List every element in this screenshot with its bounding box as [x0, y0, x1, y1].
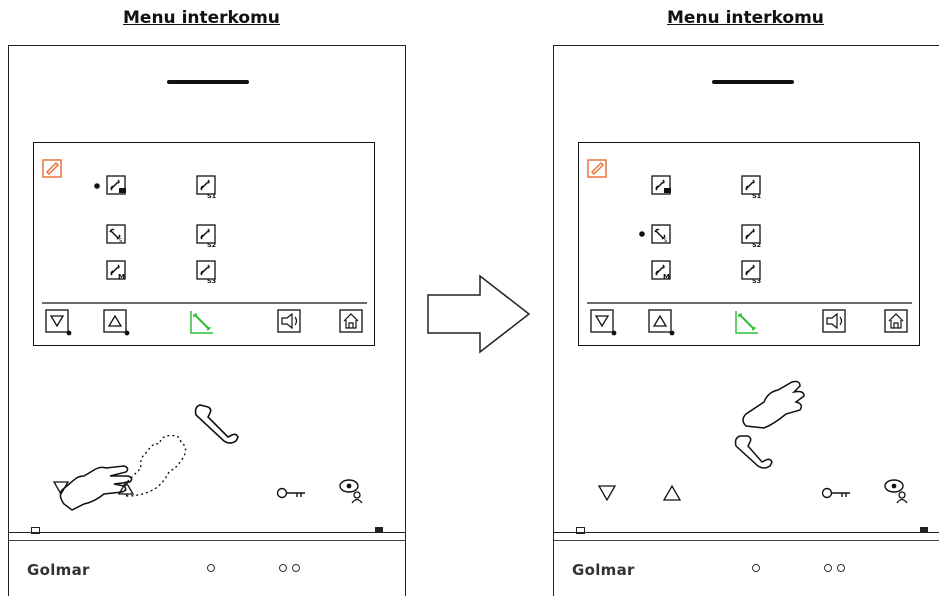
s1-label: S1: [207, 192, 217, 200]
key-icon: [821, 487, 850, 499]
call-handset-green-icon: [190, 311, 213, 334]
footer-line: [9, 532, 405, 533]
intercom-m-icon: [651, 260, 671, 280]
monitor-screen: s M S1 S2 S3: [578, 142, 920, 346]
intercom-call-icon: [106, 175, 126, 195]
intercom-s1-icon: [196, 175, 216, 195]
intercom-transfer-icon: s: [106, 224, 126, 244]
monitor-screen: s M S1 S2 S3: [33, 142, 375, 346]
m-label: M: [118, 273, 125, 281]
svg-text:s: s: [119, 237, 122, 244]
mic-hole: [752, 564, 760, 572]
dotted-hand-outline-icon: [124, 434, 187, 497]
down-triangle-button-icon: [597, 485, 617, 502]
mic-hole: [837, 564, 845, 572]
speaker-slot: [712, 80, 794, 84]
intercom-s2-icon: [741, 224, 761, 244]
led-left: [576, 527, 585, 534]
footer-line-inner: [9, 540, 405, 541]
handset-icon: [194, 404, 239, 444]
brand-logo: Golmar: [572, 561, 635, 579]
mic-hole: [279, 564, 287, 572]
intercom-call-icon: [651, 175, 671, 195]
footer-line: [554, 532, 939, 533]
down-arrow-icon: [590, 309, 617, 336]
mic-hole: [207, 564, 215, 572]
intercom-s3-icon: [196, 260, 216, 280]
intercom-menu-graphic: s M S1 S2 S3: [42, 159, 367, 336]
up-triangle-button-icon: [117, 480, 135, 495]
s1-label: S1: [752, 192, 762, 200]
selection-bullet: [639, 231, 645, 237]
speaker-phone-icon: [277, 309, 301, 333]
intercom-menu-graphic: s M S1 S2 S3: [587, 159, 912, 336]
speaker-slot: [167, 80, 249, 84]
led-right: [920, 527, 928, 532]
led-left: [31, 527, 40, 534]
down-triangle-button-icon: [52, 481, 70, 496]
call-handset-green-icon: [735, 311, 758, 334]
key-icon: [276, 487, 305, 499]
intercom-s2-icon: [196, 224, 216, 244]
intercom-s1-icon: [741, 175, 761, 195]
monitor-view-icon: [339, 479, 363, 504]
s2-label: S2: [207, 241, 216, 249]
monitor-view-icon: [884, 479, 908, 504]
intercom-m-icon: [106, 260, 126, 280]
edit-menu-icon: [587, 159, 607, 178]
lower-control-graphic: [597, 380, 908, 504]
home-icon: [339, 309, 363, 333]
s2-label: S2: [752, 241, 761, 249]
lower-control-graphic: [52, 404, 363, 511]
brand-logo: Golmar: [27, 561, 90, 579]
up-arrow-icon: [103, 309, 130, 336]
m-label: M: [663, 273, 670, 281]
edit-menu-icon: [42, 159, 62, 178]
pointing-hand-icon: [59, 465, 133, 511]
monitor-device-right: s M S1 S2 S3: [553, 45, 939, 596]
selection-bullet: [94, 183, 100, 189]
up-arrow-icon: [648, 309, 675, 336]
hand-on-handset-icon: [734, 380, 805, 469]
mic-hole: [292, 564, 300, 572]
mic-hole: [824, 564, 832, 572]
monitor-device-left: s M S1 S2 S3: [8, 45, 406, 596]
home-icon: [884, 309, 908, 333]
svg-text:s: s: [664, 237, 667, 244]
down-arrow-icon: [45, 309, 72, 336]
footer-line-inner: [554, 540, 939, 541]
speaker-phone-icon: [822, 309, 846, 333]
intercom-s3-icon: [741, 260, 761, 280]
panel-title-right: Menu interkomu: [667, 8, 824, 28]
s3-label: S3: [207, 277, 216, 285]
panel-title-left: Menu interkomu: [123, 8, 280, 28]
intercom-transfer-icon: s: [651, 224, 671, 244]
transition-arrow-icon: [427, 274, 531, 354]
s3-label: S3: [752, 277, 761, 285]
led-right: [375, 527, 383, 532]
up-triangle-button-icon: [662, 484, 682, 501]
